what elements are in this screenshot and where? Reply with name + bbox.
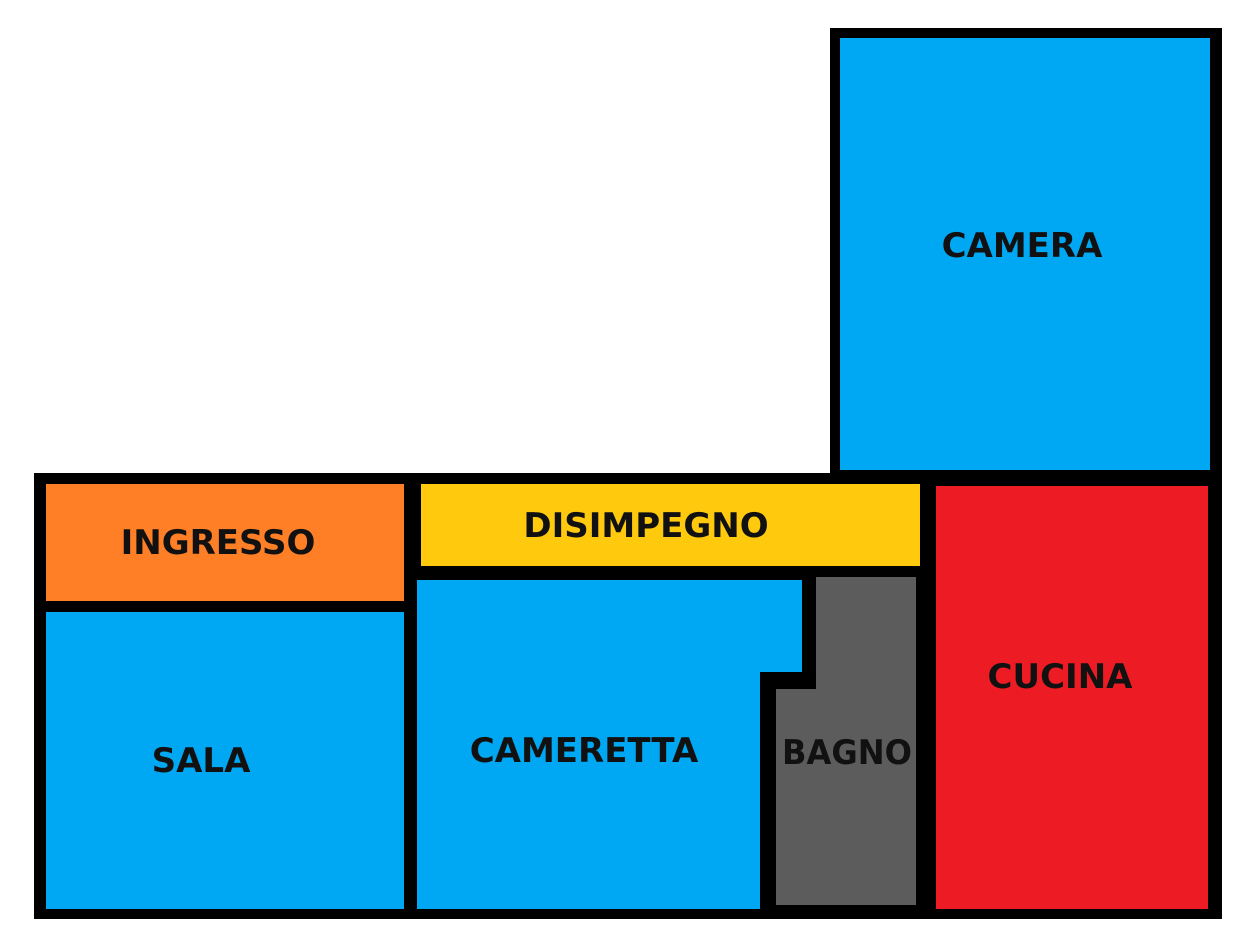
room-disimpegno <box>421 484 920 566</box>
label-cucina: CUCINA <box>988 657 1134 697</box>
label-disimpegno: DISIMPEGNO <box>523 506 768 546</box>
room-cameretta <box>417 580 802 909</box>
room-cucina <box>936 486 1208 909</box>
room-sala <box>46 612 404 909</box>
room-bagno <box>776 577 916 905</box>
room-ingresso <box>46 484 404 601</box>
label-camera: CAMERA <box>942 226 1104 266</box>
label-bagno: BAGNO <box>782 733 912 773</box>
label-sala: SALA <box>152 741 251 781</box>
room-camera <box>840 38 1210 470</box>
label-cameretta: CAMERETTA <box>470 731 699 771</box>
label-ingresso: INGRESSO <box>121 523 316 563</box>
